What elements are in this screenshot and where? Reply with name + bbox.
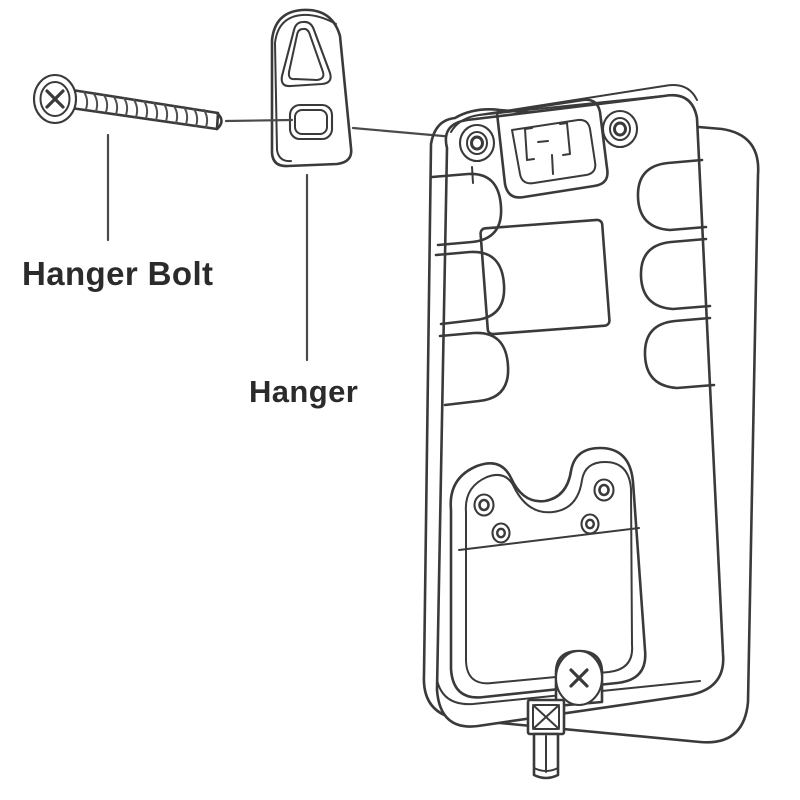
lower-bracket-part: [449, 446, 647, 699]
bottom-screw-part: [554, 649, 604, 708]
bottom-bolt-cross-icon: [532, 704, 560, 730]
label-hanger-bolt: Hanger Bolt: [22, 255, 214, 292]
mounting-hole-left: [458, 123, 496, 163]
label-hanger: Hanger: [249, 374, 359, 409]
bracket-hole-lower-right: [580, 513, 600, 535]
top-bracket-recess: [495, 98, 609, 199]
hanger-bolt-part: [32, 73, 223, 131]
bracket-marks-icon: [524, 122, 571, 161]
bracket-hole-lower-left: [491, 522, 511, 544]
bracket-hole-upper-left: [473, 493, 495, 517]
leader-line-bolt-to-hanger: [224, 118, 294, 123]
hanger-plate-part: [270, 8, 353, 168]
bracket-hole-upper-right: [593, 478, 615, 502]
bottom-bolt-part: [526, 698, 566, 780]
device-body-part: [422, 84, 760, 744]
bottom-screw-cross-icon: [569, 668, 589, 688]
center-panel: [479, 218, 611, 336]
mounting-hole-right: [601, 109, 639, 149]
screw-head-cross-icon: [45, 89, 65, 109]
vent-slots-right: [636, 158, 716, 390]
